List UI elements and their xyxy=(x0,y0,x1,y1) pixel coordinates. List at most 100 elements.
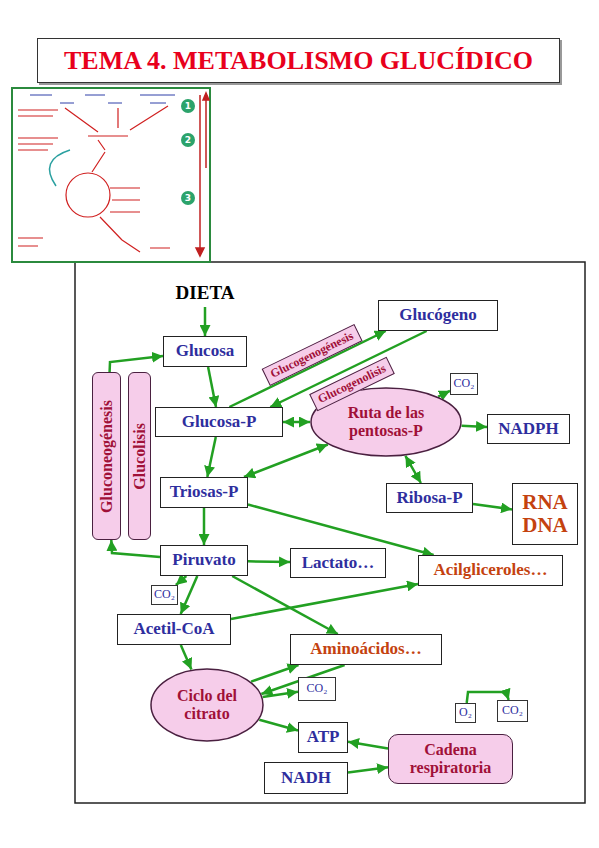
flow-arrow xyxy=(110,356,163,372)
sketch-arrow xyxy=(88,136,128,172)
node-text: Glucosa xyxy=(176,342,235,361)
node-text: CO₂ xyxy=(307,682,328,695)
title-box: TEMA 4. METABOLISMO GLUCÍDICO xyxy=(37,38,560,83)
thumbnail-frame xyxy=(12,88,210,262)
flow-arrow xyxy=(473,504,512,509)
flow-arrow xyxy=(348,767,388,772)
scribble xyxy=(30,95,175,96)
callout-dots xyxy=(181,99,195,205)
metabolite-box: Glucosa-P xyxy=(155,407,283,437)
node-text: Aminoácidos… xyxy=(310,640,421,659)
node-text: Glucosa-P xyxy=(182,413,257,432)
product-box: O₂ xyxy=(455,703,476,723)
metabolite-box: Lactato… xyxy=(290,548,386,578)
node-text: Triosas-P xyxy=(170,483,239,502)
node-text: O₂ xyxy=(459,706,472,719)
product-box: CO₂ xyxy=(298,677,336,701)
flow-arrow xyxy=(244,445,328,478)
metabolite-box: Acetil-CoA xyxy=(117,614,231,645)
flow-arrow xyxy=(462,426,487,427)
source-label: DIETA xyxy=(165,279,245,307)
node-text: Gluconeogénesis xyxy=(98,400,116,513)
flow-arrow xyxy=(438,391,450,397)
sketch-arrow xyxy=(100,188,140,252)
bar-head xyxy=(203,93,209,100)
node-text: Ciclo del citrato xyxy=(168,687,246,722)
flow-arrow xyxy=(231,584,418,619)
node-text: CO₂ xyxy=(454,377,475,390)
flow-arrow xyxy=(111,540,160,557)
pathway-band: Glucolisis xyxy=(128,372,151,540)
product-box: CO₂ xyxy=(450,373,478,395)
flow-arrow xyxy=(207,437,216,477)
flow-arrow xyxy=(259,720,298,731)
node-text: CO₂ xyxy=(502,704,523,717)
callout-dot xyxy=(181,99,195,113)
pathway-ellipse: Ciclo del citrato xyxy=(150,668,264,742)
title-text: TEMA 4. METABOLISMO GLUCÍDICO xyxy=(64,46,533,76)
node-text: NADH xyxy=(281,769,331,788)
main-frame xyxy=(75,262,585,803)
node-text: CO₂ xyxy=(154,588,175,601)
callout-number: 1 xyxy=(181,99,195,113)
product-box: RNA DNA xyxy=(512,483,578,545)
callout-dot xyxy=(181,133,195,147)
scribble xyxy=(60,103,166,104)
node-text: Lactato… xyxy=(302,554,375,573)
ellipse-shape xyxy=(151,669,263,741)
node-text: Acilgliceroles… xyxy=(434,561,548,580)
flow-arrow xyxy=(405,456,421,483)
callout-number: 2 xyxy=(181,133,195,147)
callout-dot xyxy=(181,191,195,205)
metabolite-box: ATP xyxy=(298,722,348,753)
flow-arrow xyxy=(181,576,198,614)
bar-line xyxy=(205,95,207,168)
node-text: Ribosa-P xyxy=(396,489,462,508)
flow-arrow xyxy=(263,692,298,697)
node-text: Glucolisis xyxy=(131,423,149,490)
flow-arrow xyxy=(283,421,310,424)
scribble xyxy=(18,110,58,150)
flow-arrow xyxy=(232,576,338,634)
metabolite-box: NADPH xyxy=(487,414,570,444)
node-text: ATP xyxy=(307,728,340,747)
bar-line xyxy=(199,95,201,252)
metabolite-box: Glucosa xyxy=(163,336,247,367)
metabolite-box: Ribosa-P xyxy=(386,483,473,513)
flow-arrow xyxy=(348,742,388,749)
node-text: Ruta de las pentosas-P xyxy=(335,404,438,439)
thumbnail-sketch xyxy=(18,106,170,252)
flow-arrow xyxy=(208,367,216,407)
thumbnail-scribbles xyxy=(30,95,175,103)
flow-arrow xyxy=(204,307,207,336)
node-text: Acetil-CoA xyxy=(133,620,214,639)
sketch-arrow xyxy=(65,106,168,132)
bar-head xyxy=(196,248,204,256)
node-text: NADPH xyxy=(498,420,558,439)
flow-arrow xyxy=(181,645,192,669)
node-text: Cadena respiratoria xyxy=(389,741,512,776)
metabolite-box: NADH xyxy=(264,762,348,794)
flow-arrow xyxy=(251,665,298,682)
product-box: CO₂ xyxy=(151,585,178,605)
flow-arrow xyxy=(176,576,186,585)
node-text: Glucógeno xyxy=(399,306,476,325)
sketch-cycle xyxy=(66,173,110,217)
metabolite-box: Piruvato xyxy=(160,545,248,576)
metabolite-box: Glucógeno xyxy=(378,300,498,331)
pathway-band: Gluconeogénesis xyxy=(92,372,121,540)
thumbnail-bars xyxy=(196,93,209,256)
sketch-curve xyxy=(50,150,70,186)
node-text: DIETA xyxy=(176,283,235,304)
flow-arrow xyxy=(248,560,290,563)
metabolite-box: Triosas-P xyxy=(160,477,248,508)
node-text: Piruvato xyxy=(172,551,235,570)
scribble xyxy=(18,238,170,248)
node-text: RNA DNA xyxy=(513,491,577,537)
product-box: Aminoácidos… xyxy=(290,634,442,665)
product-box: CO₂ xyxy=(497,700,528,722)
product-box: Acilgliceroles… xyxy=(418,555,563,586)
callout-number: 3 xyxy=(181,191,195,205)
flow-arrow xyxy=(203,508,206,545)
pathway-box: Cadena respiratoria xyxy=(388,734,513,784)
